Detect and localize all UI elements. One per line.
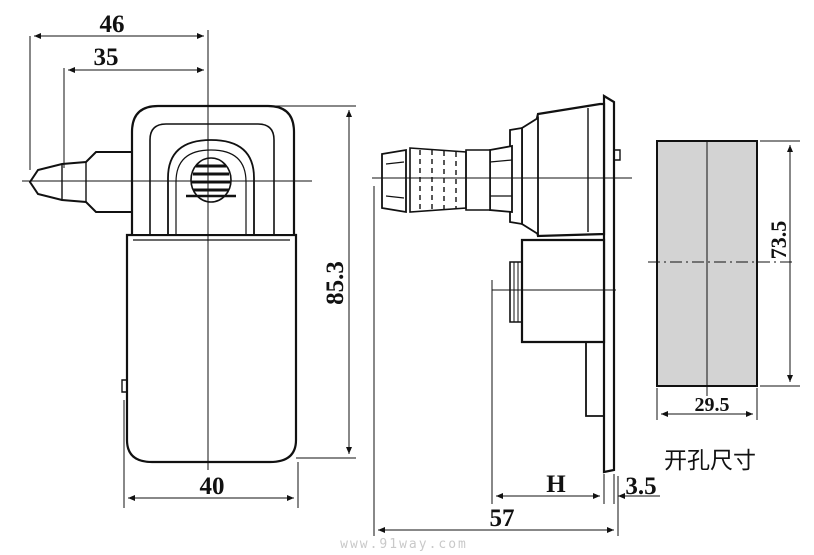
dim-label-35: 35 — [94, 44, 119, 71]
lock-body — [125, 233, 298, 464]
lock-handle-housing — [130, 104, 296, 234]
lock-nut-right — [489, 144, 513, 213]
dim-label-3-5: 3.5 — [625, 473, 656, 500]
side-body-block — [520, 238, 606, 344]
front-dimensions — [29, 33, 356, 508]
side-housing — [530, 102, 606, 238]
cutout-caption: 开孔尺寸 — [664, 448, 756, 474]
mounting-plate — [602, 94, 616, 474]
dim-label-57: 57 — [490, 505, 515, 532]
side-centerlines — [372, 177, 632, 291]
side-view — [381, 94, 621, 474]
dim-label-40: 40 — [200, 473, 225, 500]
key-shaft — [28, 151, 132, 213]
dim-label-85-3: 85.3 — [322, 261, 349, 305]
dim-label-29-5: 29.5 — [695, 394, 730, 416]
cutout-dimensions — [656, 140, 800, 420]
cutout-view — [648, 140, 792, 396]
watermark: www.91way.com — [340, 537, 468, 552]
front-centerlines — [22, 30, 312, 470]
dim-label-46: 46 — [100, 11, 125, 38]
lock-nut-left — [381, 148, 407, 214]
front-view — [28, 104, 298, 464]
key-cylinder — [190, 157, 232, 203]
side-dimensions — [373, 186, 660, 536]
dim-label-73-5: 73.5 — [766, 221, 791, 260]
dim-label-h: H — [546, 471, 566, 498]
